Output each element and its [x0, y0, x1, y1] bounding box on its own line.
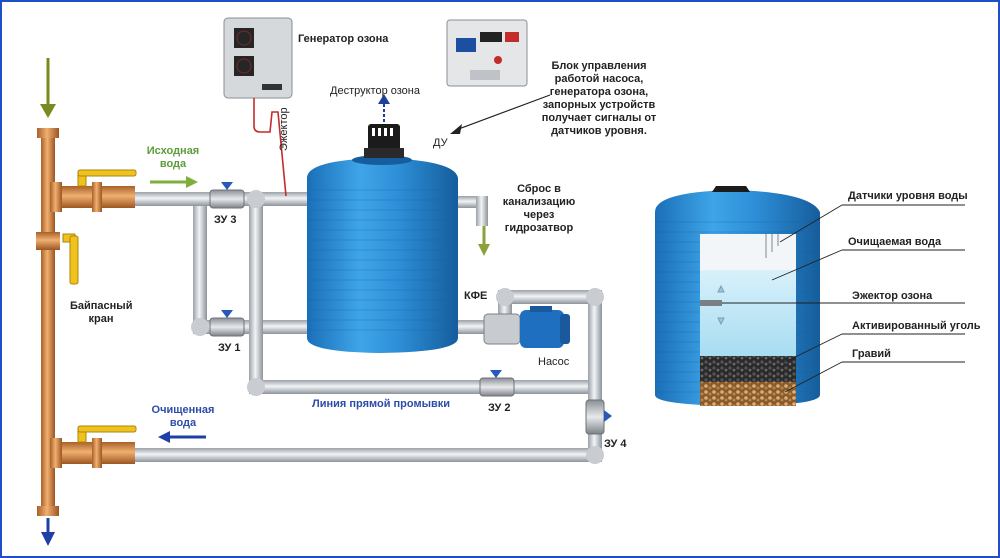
- label-activated-carbon: Активированный уголь: [852, 320, 981, 332]
- label-purified-water: Очищенная вода: [151, 404, 215, 429]
- pump-graphic: [483, 306, 570, 348]
- valve-zu2: [479, 370, 515, 397]
- label-ozone-destructor: Деструктор озона: [330, 85, 420, 97]
- control-panel-box: [446, 19, 528, 87]
- label-control-unit: Блок управления работой насоса, генерато…: [541, 60, 657, 137]
- label-pump: Насос: [538, 356, 570, 368]
- valve-zu1: [209, 310, 245, 337]
- source-water-arrow: [150, 176, 198, 188]
- label-flush-line: Линия прямой промывки: [312, 398, 451, 410]
- label-zu2: ЗУ 2: [488, 402, 511, 414]
- label-kfe: КФЕ: [464, 290, 488, 302]
- valve-zu3: [209, 182, 245, 209]
- valve-handle-outlet: [77, 425, 137, 443]
- valve-zu4: [585, 399, 612, 435]
- valve-handle-inlet: [77, 169, 137, 187]
- main-tank: [307, 155, 458, 353]
- purified-water-arrow: [158, 431, 206, 443]
- drain-elbow: [458, 196, 490, 256]
- du-arrow: [455, 94, 551, 131]
- flow-arrow-bottom: [41, 518, 55, 546]
- ozone-destructor: [364, 94, 404, 158]
- label-level-sensors: Датчики уровня воды: [848, 190, 968, 202]
- copper-main-pipe: [36, 128, 135, 516]
- label-zu4: ЗУ 4: [604, 438, 627, 450]
- label-ozone-generator: Генератор озона: [298, 33, 389, 45]
- label-gravel: Гравий: [852, 348, 891, 360]
- ozone-generator-box: [223, 17, 293, 99]
- label-drain: Сброс в канализацию через гидрозатвор: [502, 183, 576, 234]
- valve-handle-bypass: [62, 233, 79, 285]
- label-du: ДУ: [433, 137, 448, 149]
- label-zu1: ЗУ 1: [218, 342, 241, 354]
- label-bypass-valve: Байпасный кран: [70, 300, 133, 325]
- ozone-tube: [253, 98, 287, 197]
- label-ozone-ejector: Эжектор озона: [852, 290, 933, 302]
- label-treated-water: Очищаемая вода: [848, 236, 942, 248]
- cutaway-tank: [655, 186, 965, 406]
- label-ejector-vertical: Эжектор: [278, 107, 290, 151]
- flow-arrow-top: [40, 58, 56, 118]
- label-source-water: Исходная вода: [146, 145, 200, 170]
- label-zu3: ЗУ 3: [214, 214, 237, 226]
